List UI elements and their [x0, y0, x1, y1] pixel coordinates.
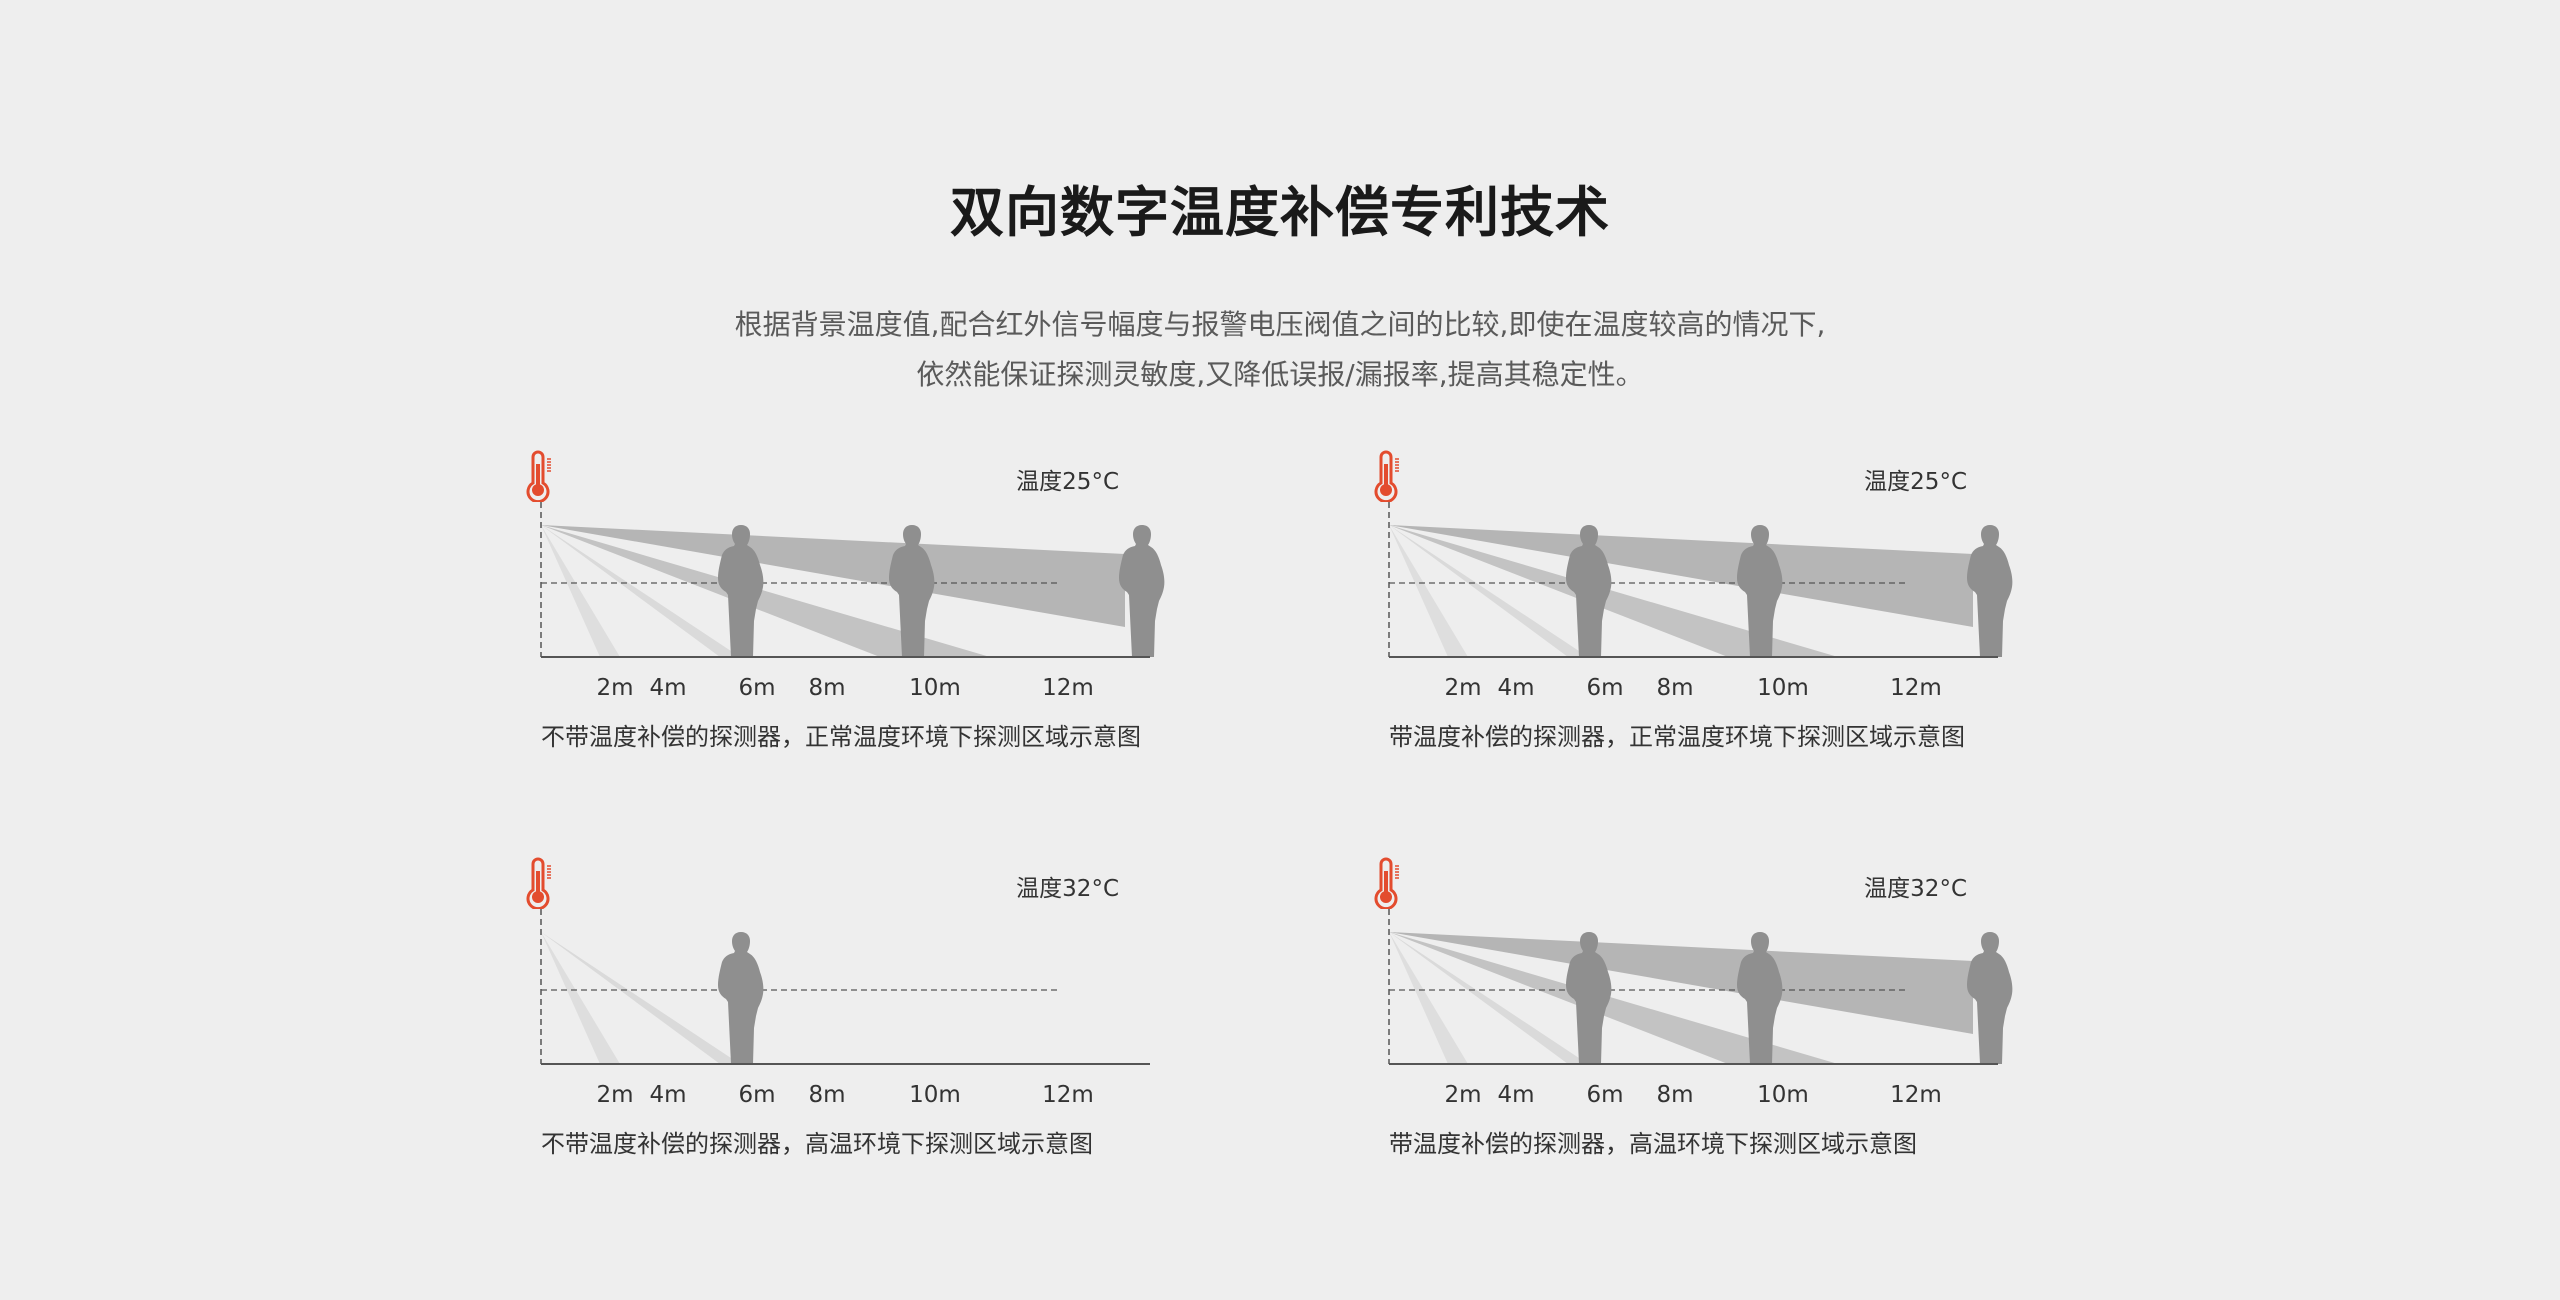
axis-tick-6m: 6m: [738, 675, 776, 701]
beam-2m: [1389, 932, 1468, 1064]
detection-diagram: [540, 502, 1165, 658]
beam-8m: [1389, 525, 1838, 657]
detection-diagram: [1388, 502, 2013, 658]
axis-tick-4m: 4m: [649, 675, 687, 701]
axis-tick-10m: 10m: [909, 1082, 961, 1108]
panel-compensation-normal-temp: 温度25°C 2m 4m 6m 8m 10m 12m 带温度补偿的探测器，正常温…: [1369, 450, 2069, 760]
thermometer-icon: [526, 857, 551, 909]
detection-diagram: [540, 909, 1150, 1065]
axis-tick-4m: 4m: [1497, 1082, 1535, 1108]
axis-tick-12m: 12m: [1890, 1082, 1942, 1108]
axis-tick-8m: 8m: [808, 675, 846, 701]
axis-tick-8m: 8m: [1656, 1082, 1694, 1108]
panel-no-compensation-normal-temp: 温度25°C 2m 4m 6m 8m 10m 12m 不带温度补偿的探测器，正常…: [521, 450, 1221, 760]
panel-caption: 不带温度补偿的探测器，高温环境下探测区域示意图: [541, 1130, 1093, 1158]
beam-6m: [541, 932, 740, 1064]
description-line-2: 依然能保证探测灵敏度,又降低误报/漏报率,提高其稳定性。: [916, 358, 1644, 391]
panel-no-compensation-high-temp: 温度32°C 2m 4m 6m 8m 10m 12m 不带温度补偿的探测器，高温…: [521, 857, 1221, 1167]
thermometer-icon: [1374, 857, 1399, 909]
axis-tick-12m: 12m: [1042, 675, 1094, 701]
temperature-label: 温度32°C: [1864, 876, 1967, 902]
person-12m: [1967, 932, 2013, 1064]
beam-12m: [1389, 525, 1973, 627]
axis-tick-2m: 2m: [1444, 675, 1482, 701]
axis-tick-2m: 2m: [596, 1082, 634, 1108]
thermometer-icon: [1374, 450, 1399, 502]
beam-12m: [1389, 932, 1973, 1034]
beam-12m: [541, 525, 1125, 627]
axis-tick-8m: 8m: [808, 1082, 846, 1108]
axis-tick-12m: 12m: [1042, 1082, 1094, 1108]
beam-2m: [1389, 525, 1468, 657]
thermometer-icon: [526, 450, 551, 502]
axis-tick-10m: 10m: [1757, 675, 1809, 701]
temperature-label: 温度25°C: [1864, 469, 1967, 495]
beam-2m: [541, 525, 620, 657]
axis-tick-2m: 2m: [596, 675, 634, 701]
axis-tick-6m: 6m: [738, 1082, 776, 1108]
axis-tick-6m: 6m: [1586, 1082, 1624, 1108]
description: 根据背景温度值,配合红外信号幅度与报警电压阀值之间的比较,即使在温度较高的情况下…: [0, 300, 2560, 400]
beam-8m: [1389, 932, 1838, 1064]
axis-tick-4m: 4m: [649, 1082, 687, 1108]
axis-tick-10m: 10m: [909, 675, 961, 701]
axis-tick-2m: 2m: [1444, 1082, 1482, 1108]
axis-tick-4m: 4m: [1497, 675, 1535, 701]
beam-4m: [1389, 932, 1588, 1064]
person-12m: [1967, 525, 2013, 657]
axis-tick-10m: 10m: [1757, 1082, 1809, 1108]
panel-caption: 带温度补偿的探测器，正常温度环境下探测区域示意图: [1389, 723, 1965, 751]
temperature-label: 温度32°C: [1016, 876, 1119, 902]
beam-2m: [541, 932, 620, 1064]
panel-caption: 带温度补偿的探测器，高温环境下探测区域示意图: [1389, 1130, 1917, 1158]
panel-compensation-high-temp: 温度32°C 2m 4m 6m 8m 10m 12m 带温度补偿的探测器，高温环…: [1369, 857, 2069, 1167]
temperature-label: 温度25°C: [1016, 469, 1119, 495]
panel-caption: 不带温度补偿的探测器，正常温度环境下探测区域示意图: [541, 723, 1141, 751]
description-line-1: 根据背景温度值,配合红外信号幅度与报警电压阀值之间的比较,即使在温度较高的情况下…: [734, 308, 1826, 341]
beam-8m: [541, 525, 990, 657]
axis-tick-6m: 6m: [1586, 675, 1624, 701]
detection-diagram: [1388, 909, 2013, 1065]
person-6m: [718, 932, 764, 1064]
axis-tick-12m: 12m: [1890, 675, 1942, 701]
beam-4m: [541, 525, 740, 657]
page-title: 双向数字温度补偿专利技术: [950, 181, 1610, 244]
person-12m: [1119, 525, 1165, 657]
axis-tick-8m: 8m: [1656, 675, 1694, 701]
beam-4m: [1389, 525, 1588, 657]
